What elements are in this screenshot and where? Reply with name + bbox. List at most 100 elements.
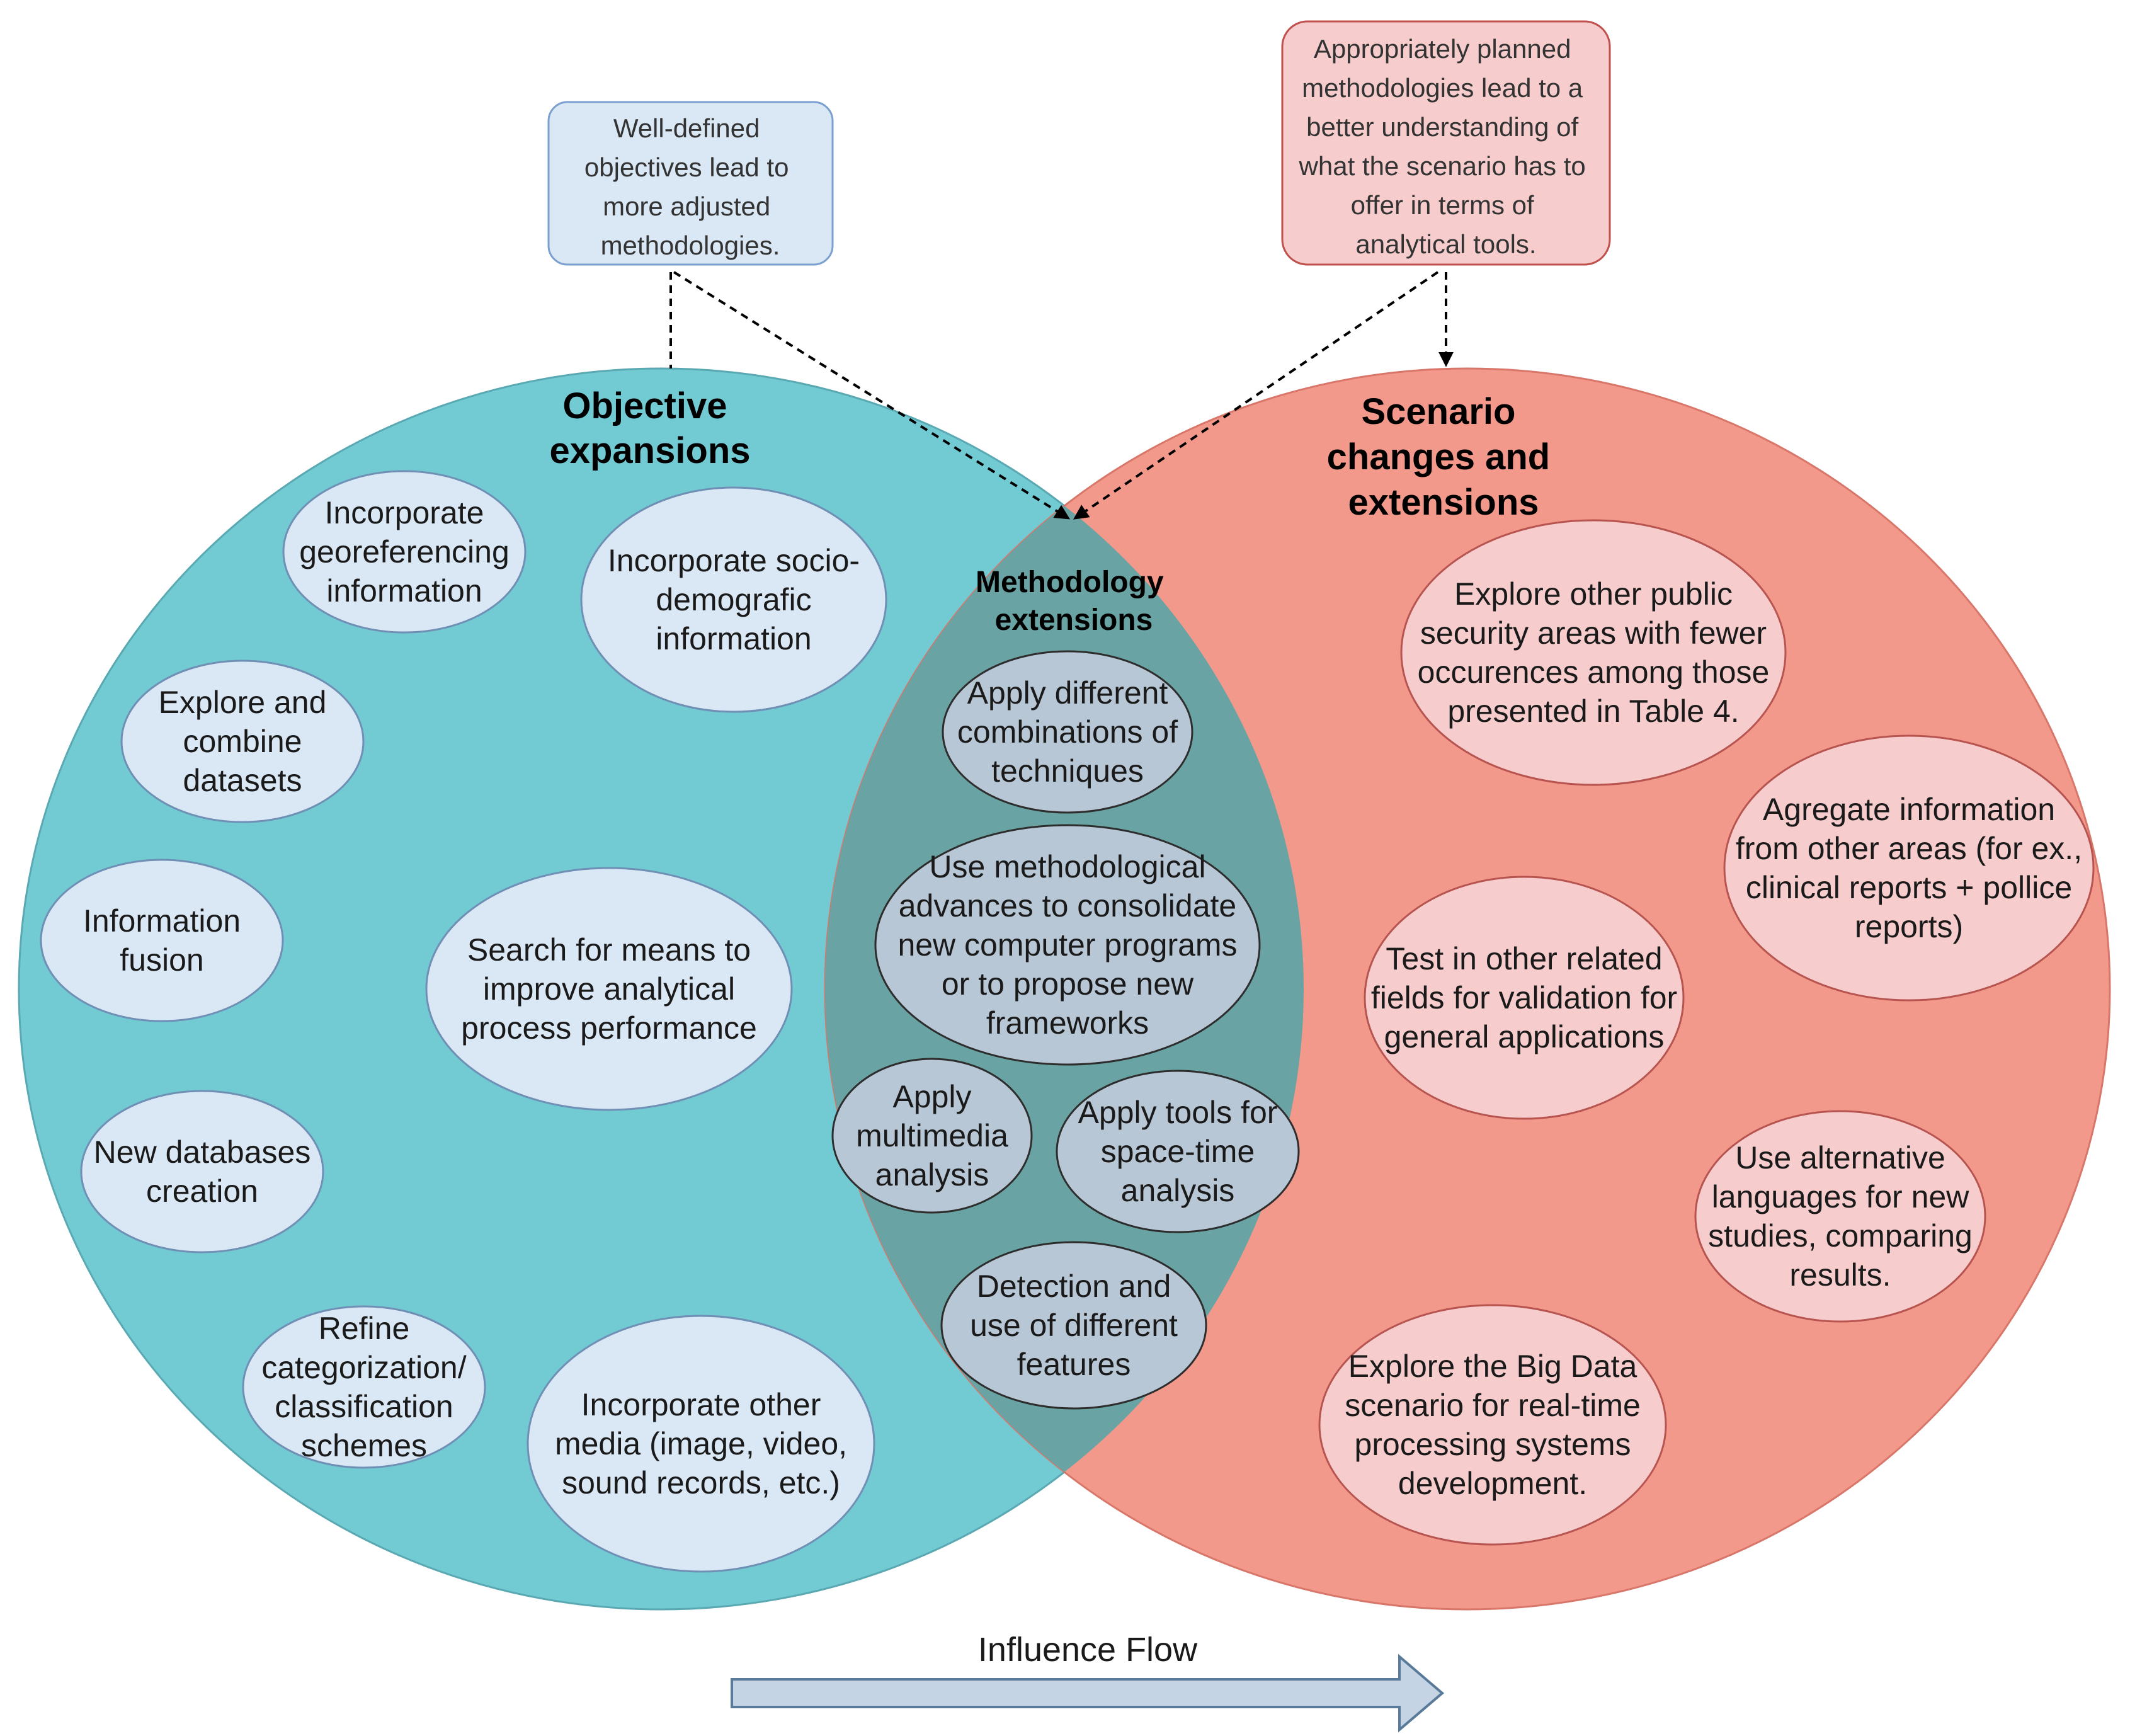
bubble-line: results.: [1789, 1257, 1891, 1293]
objectives-note: Well-defined objectives lead to more adj…: [547, 101, 834, 266]
bubble-line: schemes: [301, 1428, 427, 1463]
scenario-title: Scenario changes and extensions: [1327, 391, 1561, 523]
bubble-shape-information-fusion: [40, 859, 284, 1022]
bubble-line: analysis: [1121, 1173, 1235, 1208]
bubble-line: security areas with fewer: [1420, 615, 1767, 651]
bubble-line: fusion: [120, 942, 203, 978]
bubble-line: advances to consolidate: [899, 888, 1236, 923]
influence-flow-label: Influence Flow: [978, 1631, 1198, 1669]
bubble-label-new-databases: New databases creation: [94, 1134, 311, 1209]
bubble-line: information: [656, 621, 811, 656]
bubble-shape-test-related-fields: [1364, 876, 1685, 1120]
bubble-methodological-advances: Use methodological advances to consolidat…: [874, 824, 1261, 1066]
bubble-line: datasets: [183, 763, 302, 798]
bubble-shape-combinations-techniques: [942, 650, 1193, 814]
bubble-line: Apply tools for: [1078, 1095, 1278, 1130]
bubble-line: demografic: [656, 582, 811, 617]
bubble-shape-new-databases: [80, 1090, 324, 1253]
bubble-line: occurences among those: [1418, 654, 1770, 690]
bubble-line: development.: [1398, 1466, 1587, 1501]
bubble-label-other-media: Incorporate other media (image, video, sou…: [555, 1387, 847, 1500]
bubble-label-test-related-fields: Test in other related fields for validati…: [1371, 941, 1677, 1054]
bubble-line: Use methodological: [929, 849, 1205, 884]
bubble-line: presented in Table 4.: [1447, 694, 1739, 729]
objectives-note-box: [547, 101, 834, 266]
bubble-shape-other-media: [527, 1315, 875, 1573]
bubble-line: use of different: [970, 1308, 1178, 1343]
bubble-label-aggregate-information: Agregate information from other areas (fo…: [1736, 792, 2082, 944]
bubble-label-socio-demographic: Incorporate socio-demografic information: [608, 543, 860, 656]
bubble-line: Incorporate socio-: [608, 543, 860, 578]
bubble-line: Information: [83, 903, 241, 939]
bubble-line: creation: [146, 1174, 258, 1209]
bubble-label-methodological-advances: Use methodological advances to consolidat…: [897, 849, 1237, 1041]
bubble-line: improve analytical: [483, 971, 735, 1007]
methodologies-note-box: [1281, 20, 1611, 266]
influence-flow-arrow: [731, 1653, 1445, 1733]
bubble-line: Explore the Big Data: [1348, 1349, 1637, 1384]
bubble-line: media (image, video,: [555, 1426, 847, 1461]
bubble-line: reports): [1855, 909, 1963, 944]
bubble-shape-different-features: [940, 1241, 1207, 1410]
bubble-line: fields for validation for: [1371, 980, 1677, 1015]
bubble-line: or to propose new: [942, 966, 1194, 1002]
bubble-line: information: [326, 573, 482, 608]
bubble-line: Incorporate other: [581, 1387, 821, 1422]
bubble-label-big-data: Explore the Big Data scenario for real-ti…: [1345, 1349, 1641, 1501]
bubble-shape-methodological-advances: [874, 824, 1261, 1066]
bubble-line: sound records, etc.): [562, 1465, 840, 1500]
bubble-shape-multimedia-analysis: [831, 1058, 1033, 1214]
bubble-line: from other areas (for ex.,: [1736, 831, 2082, 866]
bubble-line: Test in other related: [1386, 941, 1662, 976]
bubble-line: studies, comparing: [1708, 1218, 1973, 1253]
connector-objectives-to-methodology: [673, 271, 1071, 520]
bubble-line: Explore other public: [1454, 576, 1733, 612]
bubble-line: general applications: [1384, 1019, 1665, 1054]
bubble-line: Use alternative: [1735, 1140, 1945, 1175]
methodologies-note: Appropriately planned methodologies lead…: [1281, 20, 1611, 266]
bubble-line: space-time: [1101, 1134, 1255, 1169]
objective-title: Objective expansions: [549, 385, 750, 471]
bubble-line: combinations of: [957, 714, 1178, 750]
bubble-shape-georeferencing: [282, 470, 527, 634]
bubble-line: georeferencing: [299, 534, 510, 569]
bubble-line: combine: [183, 724, 302, 759]
bubble-big-data: Explore the Big Data scenario for real-ti…: [1318, 1304, 1667, 1546]
bubble-shape-public-security: [1400, 519, 1787, 786]
bubble-shape-alternative-languages: [1694, 1110, 1986, 1323]
bubble-line: Explore and: [159, 685, 327, 720]
bubble-label-space-time-analysis: Apply tools for space-time analysis: [1078, 1095, 1278, 1208]
bubble-line: new computer programs: [897, 927, 1237, 962]
bubble-line: processing systems: [1354, 1427, 1631, 1462]
bubble-line: frameworks: [986, 1005, 1149, 1041]
bubble-label-explore-combine: Explore and combine datasets: [159, 685, 327, 798]
bubble-line: categorization/: [261, 1350, 466, 1385]
bubble-new-databases: New databases creation: [80, 1090, 324, 1253]
bubble-line: scenario for real-time: [1345, 1388, 1641, 1423]
bubble-line: New databases: [94, 1134, 311, 1170]
bubble-line: Detection and: [977, 1269, 1171, 1304]
bubble-other-media: Incorporate other media (image, video, sou…: [527, 1315, 875, 1573]
bubble-space-time-analysis: Apply tools for space-time analysis: [1056, 1070, 1300, 1233]
bubble-line: Apply different: [967, 675, 1168, 711]
bubble-line: analysis: [875, 1157, 989, 1192]
bubble-line: Agregate information: [1763, 792, 2055, 827]
bubble-shape-refine-categorization: [242, 1305, 486, 1469]
bubble-shape-search-means: [425, 867, 793, 1111]
